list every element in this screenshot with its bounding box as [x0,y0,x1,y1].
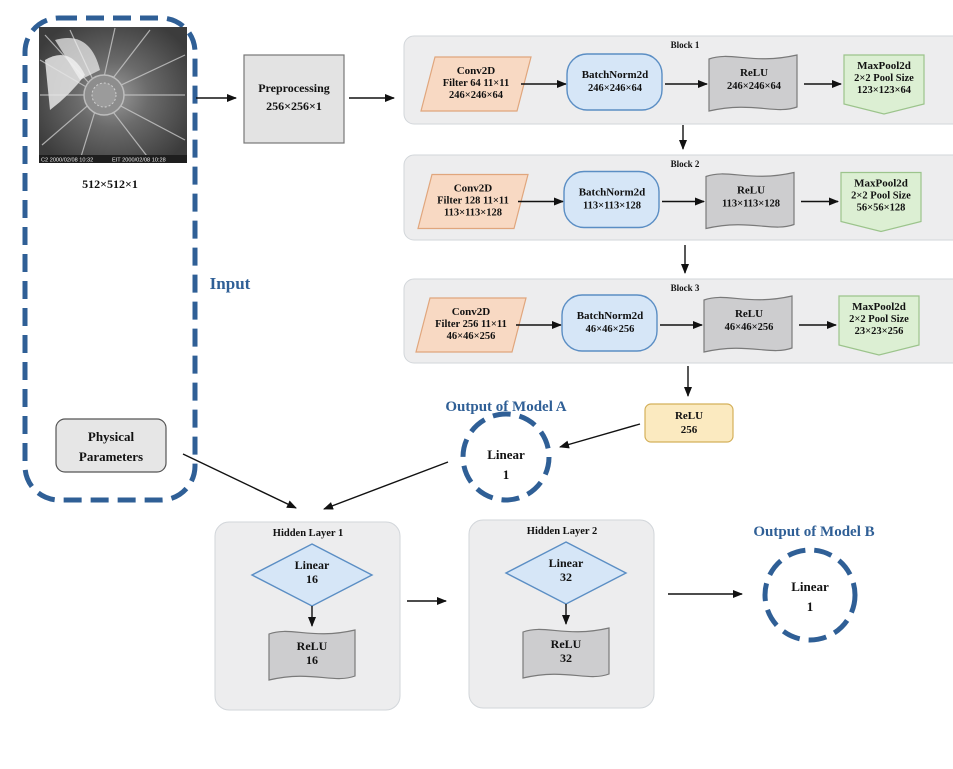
model-b-node-size: 1 [807,599,814,614]
conv2d-size: 113×113×128 [444,208,502,219]
relu-node: ReLU 113×113×128 [705,171,795,230]
linear-size: 32 [560,570,572,584]
arrow-relu256-to-model-a [559,423,641,449]
batchnorm-node: BatchNorm2d 46×46×256 [561,294,658,352]
conv2d-filter: Filter 256 11×11 [435,319,507,330]
maxpool-title: MaxPool2d [854,178,908,190]
model-b-node-title: Linear [791,579,829,594]
block-title: Block 3 [671,283,700,293]
model-b-output-node: Linear 1 [762,547,858,643]
conv2d-size: 246×246×64 [449,90,504,101]
batchnorm-title: BatchNorm2d [577,310,644,322]
batchnorm-title: BatchNorm2d [579,187,646,199]
relu-size: 32 [560,651,572,665]
preprocessing-size: 256×256×1 [266,99,322,113]
image-size-label: 512×512×1 [82,177,138,191]
maxpool-output-size: 123×123×64 [857,85,912,96]
batchnorm-size: 246×246×64 [588,83,643,94]
model-a-output-node: Linear 1 [460,411,552,503]
physical-parameters-line-1: Physical [88,429,135,444]
arrow-model-a-to-hidden1 [323,461,449,510]
preprocessing-box: Preprocessing 256×256×1 [243,54,345,144]
relu-size: 16 [306,653,318,667]
relu-size: 113×113×128 [722,199,780,210]
relu-title: ReLU [551,637,582,651]
maxpool-size-window: 2×2 Pool Size [851,191,911,202]
linear-title: Linear [295,558,330,572]
conv2d-title: Conv2D [452,306,491,318]
arrow-params-to-hidden1 [182,453,297,509]
linear-size: 16 [306,572,318,586]
batchnorm-size: 46×46×256 [586,324,635,335]
relu-size: 246×246×64 [727,81,782,92]
physical-parameters-line-2: Parameters [79,449,143,464]
preprocessing-title: Preprocessing [258,81,330,95]
relu-node: ReLU 46×46×256 [703,295,793,353]
relu-size: 46×46×256 [725,322,774,333]
maxpool-output-size: 56×56×128 [857,203,906,214]
conv2d-title: Conv2D [457,65,496,77]
image-caption-left: C2 2000/02/08 10:32 [41,158,93,164]
model-a-node-size: 1 [503,467,510,482]
batchnorm-node: BatchNorm2d 246×246×64 [566,53,663,111]
maxpool-title: MaxPool2d [852,301,906,313]
physical-parameters-box: Physical Parameters [55,418,167,473]
hidden-layer-title: Hidden Layer 1 [273,528,343,539]
relu-256-size: 256 [681,424,698,436]
relu-title: ReLU [740,67,768,79]
relu-256-title: ReLU [675,410,703,422]
maxpool-size-window: 2×2 Pool Size [854,73,914,84]
relu-title: ReLU [297,639,328,653]
relu-256-box: ReLU 256 [644,403,734,443]
conv2d-filter: Filter 128 11×11 [437,196,509,207]
model-a-title: Output of Model A [445,399,566,415]
maxpool-output-size: 23×23×256 [855,326,904,337]
solar-image: C2 2000/02/08 10:32 EIT 2000/02/08 10:28 [39,27,187,164]
batchnorm-title: BatchNorm2d [582,69,649,81]
relu-node: ReLU 246×246×64 [708,54,798,112]
input-group-border [22,15,198,503]
model-a-node-title: Linear [487,447,525,462]
linear-title: Linear [549,556,584,570]
block-title: Block 1 [671,40,700,50]
maxpool-title: MaxPool2d [857,60,911,72]
conv2d-title: Conv2D [454,183,493,195]
hidden-layer-title: Hidden Layer 2 [527,526,597,537]
model-b-title: Output of Model B [753,524,874,540]
input-label: Input [210,274,251,293]
batchnorm-size: 113×113×128 [583,201,641,212]
conv2d-filter: Filter 64 11×11 [443,78,509,89]
block-title: Block 2 [671,159,700,169]
maxpool-size-window: 2×2 Pool Size [849,314,909,325]
image-caption-right: EIT 2000/02/08 10:28 [112,158,166,164]
batchnorm-node: BatchNorm2d 113×113×128 [563,170,660,229]
relu-title: ReLU [737,185,765,197]
conv2d-size: 46×46×256 [447,331,496,342]
relu-title: ReLU [735,308,763,320]
